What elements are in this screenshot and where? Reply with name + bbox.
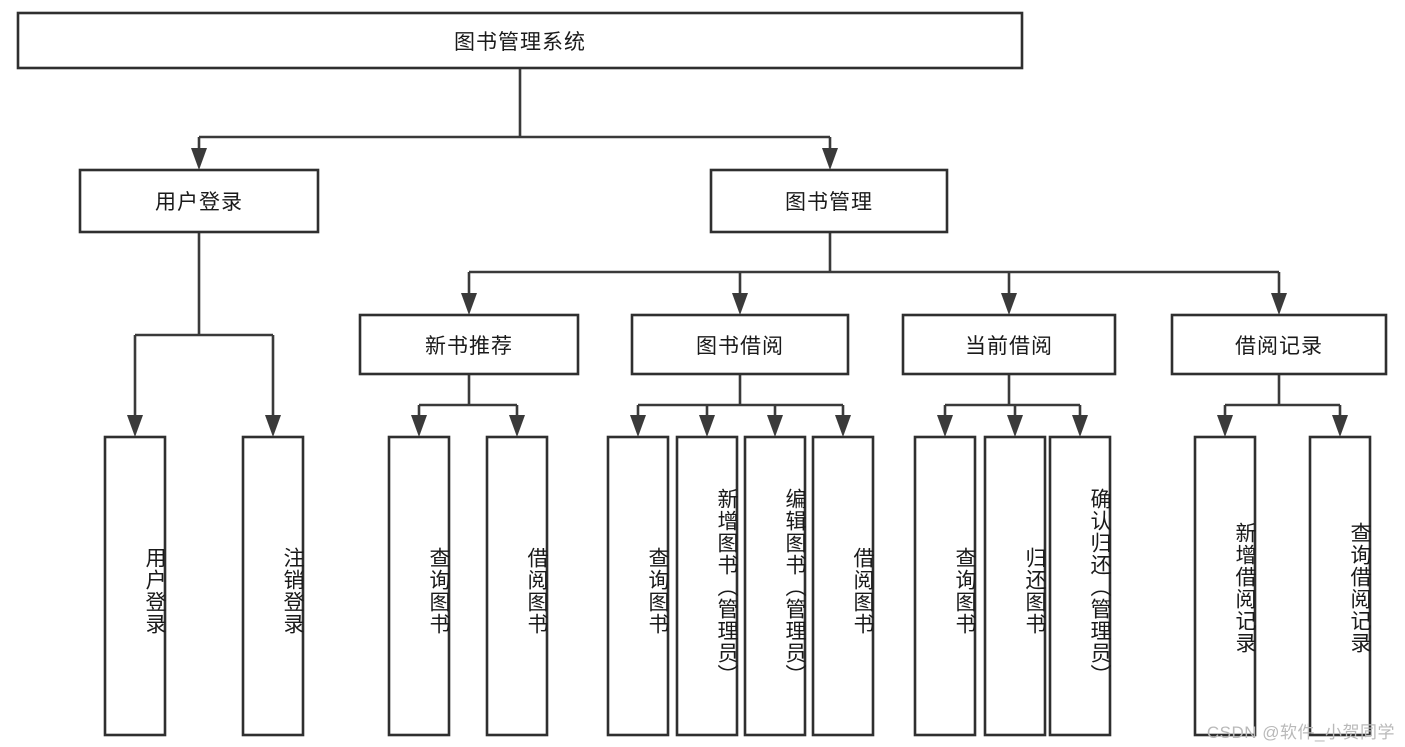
arrow-head-leaf-return-book (1007, 415, 1023, 437)
leaf-box[interactable] (1308, 435, 1372, 737)
node-label-borrow-record: 借阅记录 (1235, 334, 1323, 358)
leaf-label: 确认归还（管理员） (1088, 488, 1111, 686)
leaf-label: 查询图书 (953, 547, 976, 635)
arrow-head-borrow-record (1271, 293, 1287, 315)
leaf-box[interactable] (606, 435, 670, 737)
leaf-label: 注销登录 (281, 547, 304, 635)
leaf-box[interactable] (743, 435, 807, 737)
connector-group-book-mgmt (461, 232, 1287, 315)
leaf-label: 借阅图书 (851, 547, 874, 635)
arrow-head-user-login (191, 148, 207, 170)
arrow-head-leaf-query-book-c (937, 415, 953, 437)
node-box-current-borrow[interactable] (901, 313, 1117, 376)
node-box-borrow-record[interactable] (1170, 313, 1388, 376)
leaf-label: 查询图书 (646, 547, 669, 635)
node-box-book-management[interactable] (709, 168, 949, 234)
node-box-user-login[interactable] (78, 168, 320, 234)
leaf-label: 编辑图书（管理员） (783, 488, 806, 686)
arrow-head-leaf-borrow-book-a (509, 415, 525, 437)
node-label-current-borrow: 当前借阅 (965, 334, 1053, 358)
arrow-head-current-borrow (1001, 293, 1017, 315)
leaf-label: 新增图书（管理员） (715, 488, 738, 686)
node-label-book-borrow: 图书借阅 (696, 334, 784, 358)
connector-group-user-login (127, 232, 281, 437)
node-box-new-book-recommend[interactable] (358, 313, 580, 376)
watermark-text: CSDN @软件_小贺同学 (1206, 723, 1395, 742)
leaf-label: 查询借阅记录 (1348, 521, 1371, 654)
arrow-head-leaf-borrow-book-b (835, 415, 851, 437)
leaf-box[interactable] (387, 435, 451, 737)
connector-group-new-book (411, 374, 525, 437)
node-label-book-management: 图书管理 (785, 191, 873, 214)
leaf-box[interactable] (675, 435, 739, 737)
arrow-head-leaf-logout (265, 415, 281, 437)
connector-group-current-borrow (937, 374, 1088, 437)
leaf-box[interactable] (103, 435, 167, 737)
node-box-root[interactable] (16, 11, 1024, 70)
node-box-book-borrow[interactable] (630, 313, 850, 376)
leaf-label: 新增借阅记录 (1233, 521, 1256, 654)
leaf-label: 归还图书 (1023, 547, 1046, 635)
arrow-head-leaf-query-record (1332, 415, 1348, 437)
connector-group-borrow-record (1217, 374, 1348, 437)
leaf-box[interactable] (1193, 435, 1257, 737)
leaf-box[interactable] (983, 435, 1047, 737)
leaf-label: 用户登录 (143, 547, 166, 635)
node-label-root: 图书管理系统 (454, 30, 586, 54)
connector-group-root (191, 68, 838, 170)
leaf-box[interactable] (811, 435, 875, 737)
arrow-head-book-borrow (732, 293, 748, 315)
arrow-head-leaf-query-book-b (630, 415, 646, 437)
arrow-head-leaf-add-record (1217, 415, 1233, 437)
leaf-box[interactable] (241, 435, 305, 737)
arrow-head-leaf-confirm-return (1072, 415, 1088, 437)
arrow-head-leaf-user-login (127, 415, 143, 437)
connector-group-book-borrow (630, 374, 851, 437)
node-label-new-book-recommend: 新书推荐 (425, 334, 513, 358)
leaf-label: 查询图书 (427, 547, 450, 635)
arrow-head-leaf-query-book-a (411, 415, 427, 437)
leaf-box[interactable] (913, 435, 977, 737)
arrow-head-leaf-edit-book (767, 415, 783, 437)
leaf-box[interactable] (485, 435, 549, 737)
leaf-box[interactable] (1048, 435, 1112, 737)
node-label-user-login: 用户登录 (155, 191, 243, 214)
arrow-head-new-book (461, 293, 477, 315)
leaf-label: 借阅图书 (525, 547, 548, 635)
arrow-head-leaf-add-book (699, 415, 715, 437)
arrow-head-book-mgmt (822, 148, 838, 170)
